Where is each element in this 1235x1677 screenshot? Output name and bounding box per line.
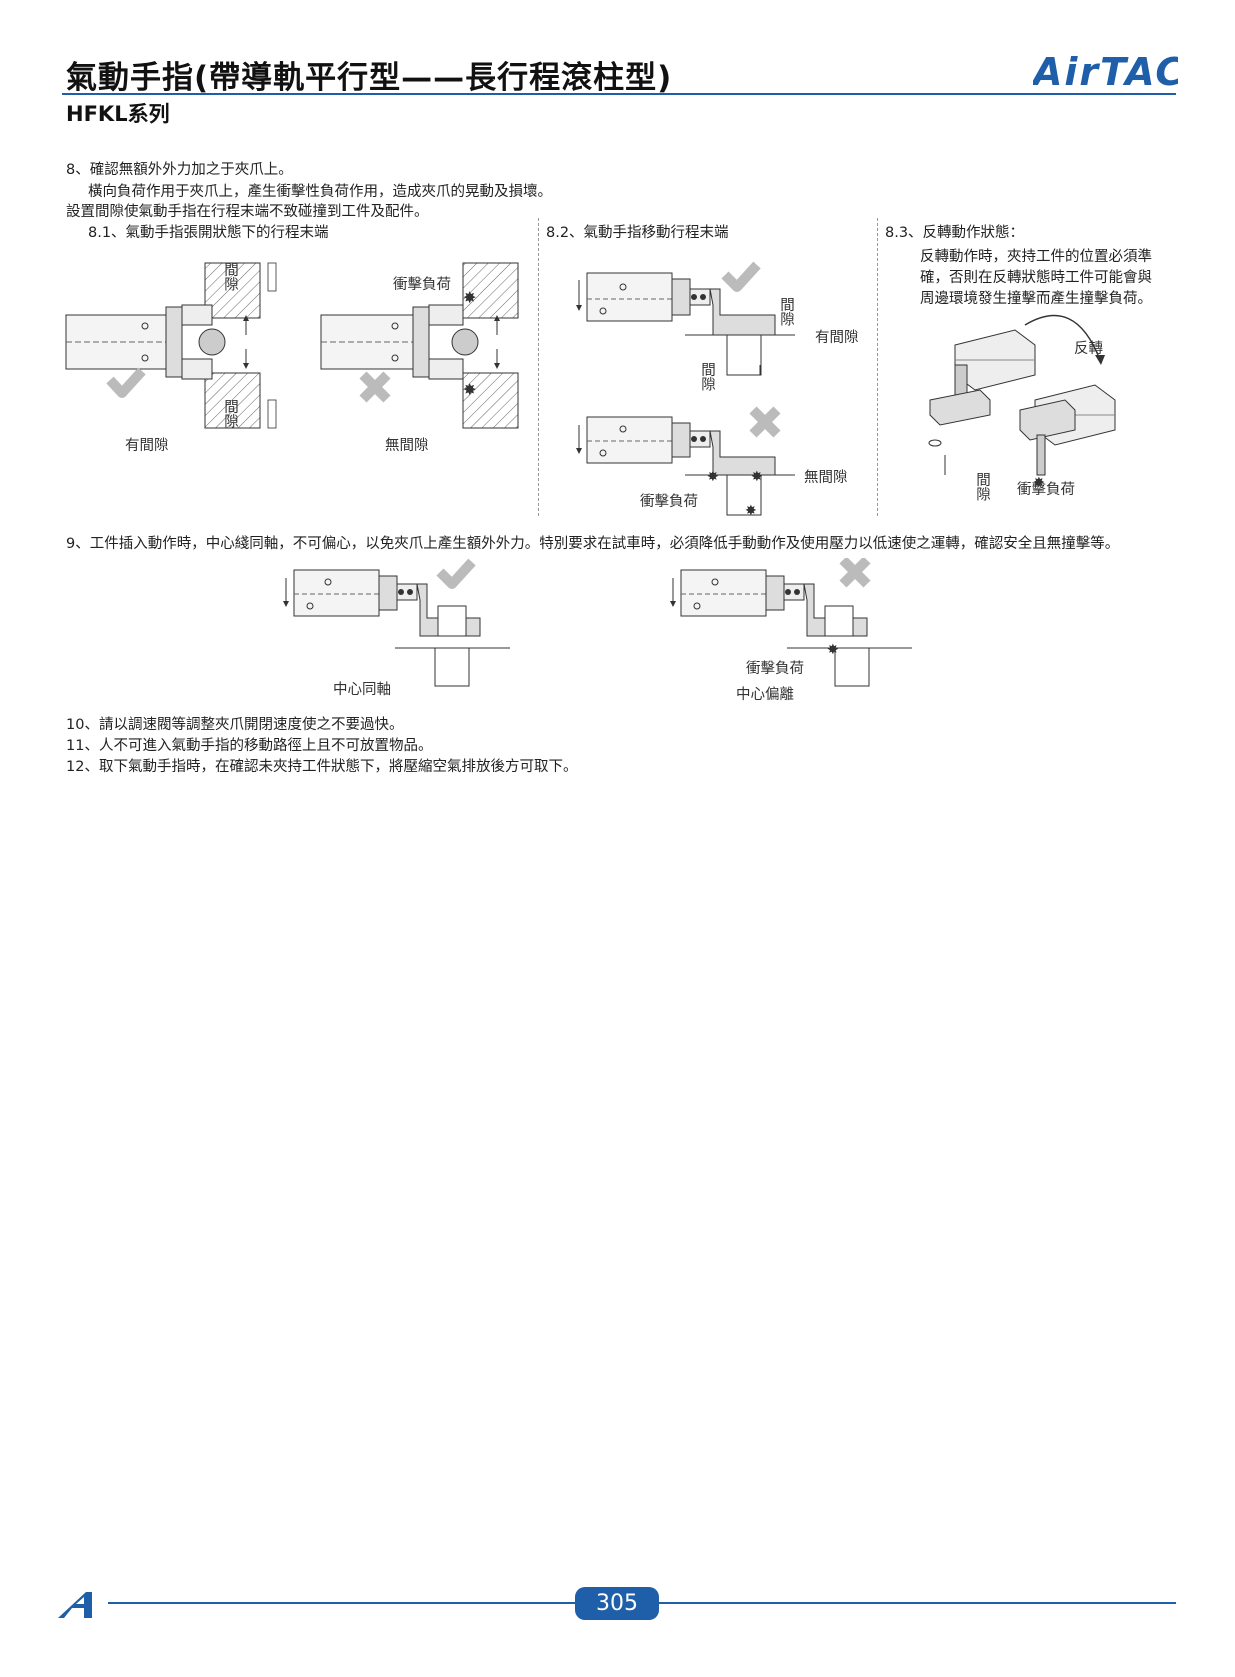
sub81-title: 8.1、氣動手指張開狀態下的行程末端 bbox=[88, 225, 329, 241]
diagram-83-reverse: ✸ bbox=[925, 305, 1145, 509]
coaxial-label: 中心同軸 bbox=[333, 682, 391, 698]
diagram-82-gap bbox=[575, 255, 815, 409]
svg-text:✸: ✸ bbox=[827, 642, 839, 658]
impact-label-82: 衝擊負荷 bbox=[640, 494, 698, 510]
section8-heading: 8、確認無額外外力加之于夾爪上。 bbox=[66, 162, 293, 178]
impact-label-81: 衝擊負荷 bbox=[393, 277, 451, 293]
svg-text:✸: ✸ bbox=[1033, 475, 1045, 491]
gap-label-82a: 間隙 bbox=[778, 297, 794, 326]
sub83-title: 8.3、反轉動作狀態： bbox=[885, 225, 1025, 241]
gap-label-82b: 間隙 bbox=[699, 362, 715, 391]
diagram-82-nogap: ✸ ✸ ✸ bbox=[575, 405, 815, 524]
reverse-label: 反轉 bbox=[1074, 341, 1103, 357]
diagram-81-nogap: ✸ ✸ bbox=[315, 255, 535, 449]
has-gap-label-82: 有間隙 bbox=[815, 330, 859, 346]
section9-text: 9、工件插入動作時，中心綫同軸，不可偏心，以免夾爪上產生額外外力。特別要求在試車… bbox=[66, 536, 1120, 552]
note-12: 12、取下氣動手指時，在確認未夾持工件狀態下，將壓縮空氣排放後方可取下。 bbox=[66, 759, 578, 775]
sub83-desc1: 反轉動作時，夾持工件的位置必須準 bbox=[920, 249, 1152, 265]
gap-label-81b: 間隙 bbox=[222, 399, 238, 428]
page-title: 氣動手指(帶導軌平行型——長行程滾柱型) bbox=[66, 60, 673, 96]
section8-line3: 設置間隙使氣動手指在行程末端不致碰撞到工件及配件。 bbox=[66, 204, 429, 220]
svg-text:✸: ✸ bbox=[463, 380, 476, 399]
gap-label-81a: 間隙 bbox=[222, 262, 238, 291]
has-gap-label-81: 有間隙 bbox=[125, 438, 169, 454]
brand-logo: AirTAC bbox=[1030, 50, 1183, 96]
no-gap-label-82: 無間隙 bbox=[804, 470, 848, 486]
separator-1 bbox=[538, 218, 539, 516]
diagram-9-coaxial bbox=[280, 558, 520, 692]
diagram-9-offset: ✸ bbox=[667, 556, 917, 692]
header-rule bbox=[62, 93, 1176, 95]
impact-label-83: 衝擊負荷 bbox=[1017, 482, 1075, 498]
separator-2 bbox=[877, 218, 878, 516]
svg-text:✸: ✸ bbox=[751, 469, 763, 485]
footer-logo-icon bbox=[58, 1590, 108, 1624]
no-gap-label-81: 無間隙 bbox=[385, 438, 429, 454]
note-11: 11、人不可進入氣動手指的移動路徑上且不可放置物品。 bbox=[66, 738, 433, 754]
page-number: 305 bbox=[575, 1587, 659, 1620]
sub83-desc2: 確，否則在反轉狀態時工件可能會與 bbox=[920, 270, 1152, 286]
brand-logo-text: AirTAC bbox=[1033, 52, 1178, 92]
svg-text:✸: ✸ bbox=[463, 288, 476, 307]
diagram-81-gap bbox=[60, 255, 300, 449]
series-label: HFKL系列 bbox=[66, 102, 170, 126]
svg-text:✸: ✸ bbox=[707, 469, 719, 485]
svg-text:✸: ✸ bbox=[745, 503, 757, 519]
note-10: 10、請以調速閥等調整夾爪開閉速度使之不要過快。 bbox=[66, 717, 404, 733]
sub83-desc3: 周邊環境發生撞擊而產生撞擊負荷。 bbox=[920, 291, 1152, 307]
sub82-title: 8.2、氣動手指移動行程末端 bbox=[546, 225, 729, 241]
gap-label-83: 間隙 bbox=[974, 472, 990, 501]
section8-line2: 橫向負荷作用于夾爪上，產生衝擊性負荷作用，造成夾爪的晃動及損壞。 bbox=[88, 184, 552, 200]
offset-label: 中心偏離 bbox=[736, 687, 794, 703]
impact-label-9: 衝擊負荷 bbox=[746, 661, 804, 677]
